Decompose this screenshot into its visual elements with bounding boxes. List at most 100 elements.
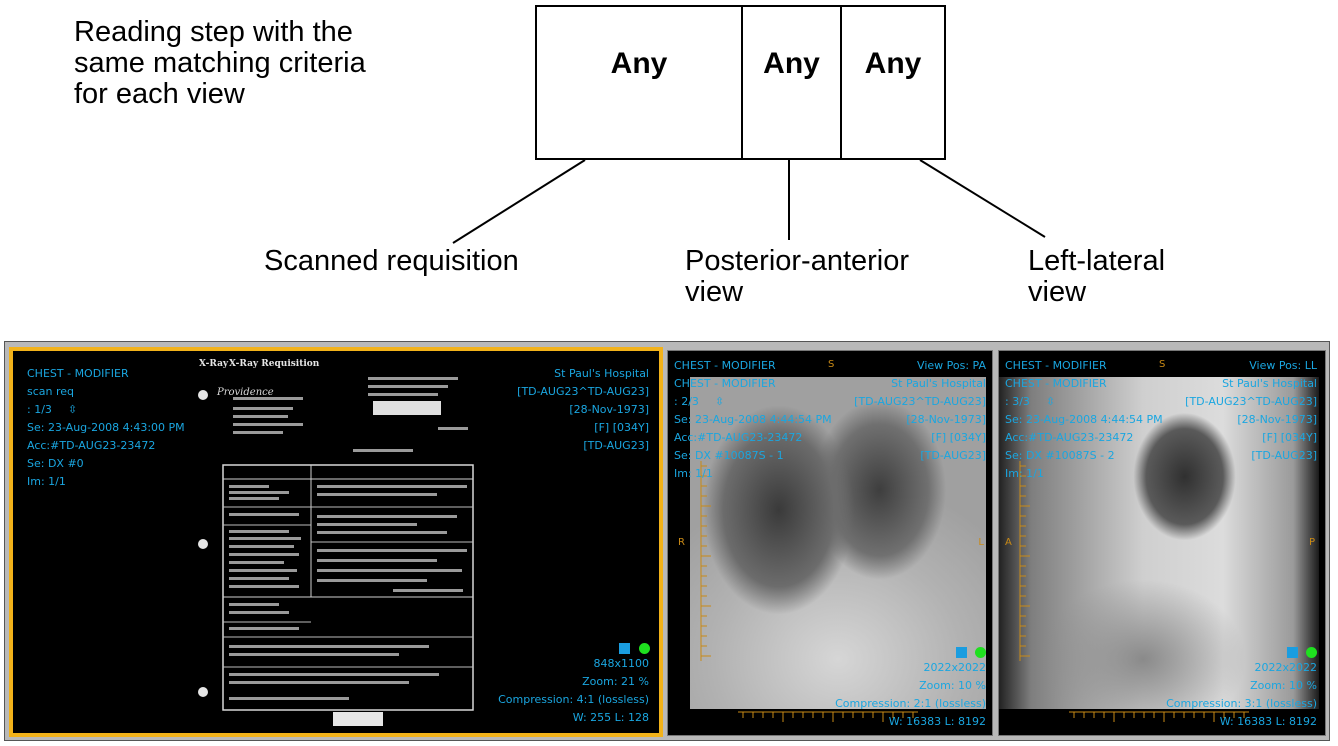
overlay-line: Acc:#TD-AUG23-23472 [1005,431,1134,444]
series-nav-icon[interactable]: ⇳ [67,403,78,416]
overlay-bottom-right: 2022x2022 Zoom: 10 % Compression: 2:1 (l… [835,659,986,731]
orientation-marker-top: S [828,359,835,370]
overlay-line: Im: 1/1 [27,475,66,488]
overlay-line: Se: 23-Aug-2008 4:44:54 PM [1005,413,1163,426]
overlay-line: [TD-AUG23] [1251,449,1317,462]
overlay-line: [28-Nov-1973] [569,403,649,416]
viewport-posterior-anterior[interactable]: CHEST - MODIFIER CHEST - MODIFIER : 2/3 ⇳… [667,350,993,736]
overlay-line: Im: 1/1 [1005,467,1044,480]
pa-horizontal-ruler [738,711,918,722]
series-nav-icon[interactable]: ⇳ [714,395,725,408]
overlay-line: Zoom: 21 % [582,675,649,688]
status-dot-icon [1306,647,1317,658]
overlay-line: View Pos: LL [1249,359,1317,372]
overlay-top-left: CHEST - MODIFIER CHEST - MODIFIER : 3/3 ⇳… [1005,357,1163,483]
overlay-top-left: CHEST - MODIFIER scan req : 1/3 ⇳ Se: 23-… [27,365,185,491]
caption-left-lateral-view: Left-lateral view [1028,245,1166,308]
overlay-line: [TD-AUG23] [583,439,649,452]
overlay-line: 848x1100 [593,657,650,670]
overlay-line: Acc:#TD-AUG23-23472 [674,431,803,444]
overlay-top-right: View Pos: PA St Paul's Hospital [TD-AUG2… [854,357,986,465]
cell-label: Any [864,47,922,80]
orientation-marker-right: P [1308,537,1315,548]
overlay-line: [28-Nov-1973] [906,413,986,426]
viewport-left-lateral[interactable]: CHEST - MODIFIER CHEST - MODIFIER : 3/3 ⇳… [998,350,1326,736]
overlay-line: Im: 1/1 [674,467,713,480]
document-logo: Providence [217,387,274,398]
lateral-vertical-ruler [1019,461,1030,661]
overlay-line: Se: DX #10087S - 2 [1005,449,1115,462]
overlay-line: 2022x2022 [1254,661,1318,674]
overlay-line: Se: DX #10087S - 1 [674,449,784,462]
overlay-bottom-right: 848x1100 Zoom: 21 % Compression: 4:1 (lo… [498,655,649,727]
overlay-series-index: : 1/3 [27,403,52,416]
overlay-line: St Paul's Hospital [1222,377,1317,390]
overlay-line: Acc:#TD-AUG23-23472 [27,439,156,452]
orientation-marker-left: R [678,537,685,548]
overlay-line: Compression: 2:1 (lossless) [835,697,986,710]
overlay-line: St Paul's Hospital [554,367,649,380]
overlay-line: CHEST - MODIFIER [1005,359,1107,372]
status-square-icon [956,647,967,658]
cell-label: Any [610,47,668,80]
overlay-line: Se: DX #0 [27,457,84,470]
connector-lateral [919,159,1046,238]
overlay-line: Se: 23-Aug-2008 4:43:00 PM [27,421,185,434]
overlay-top-right: View Pos: LL St Paul's Hospital [TD-AUG2… [1185,357,1317,465]
cell-label: Any [763,47,820,80]
pa-xray-image [690,377,986,709]
overlay-line: [TD-AUG23^TD-AUG23] [1185,395,1317,408]
caption-posterior-anterior-view: Posterior-anterior view [685,245,910,308]
overlay-line: scan req [27,385,75,398]
matching-criteria-cell-lateral: Any [840,5,946,160]
overlay-line: Zoom: 10 % [1250,679,1317,692]
overlay-bottom-right: 2022x2022 Zoom: 10 % Compression: 3:1 (l… [1166,659,1317,731]
lateral-xray-image [999,377,1319,709]
overlay-line: 2022x2022 [923,661,987,674]
overlay-line: : 1/3 ⇳ [27,401,185,419]
overlay-line: CHEST - MODIFIER [674,377,776,390]
overlay-line: [TD-AUG23^TD-AUG23] [854,395,986,408]
viewport-scanned-requisition[interactable]: X-Ray X-Ray Requisition Providence CHEST… [9,347,663,737]
overlay-line: View Pos: PA [917,359,986,372]
overlay-line: [F] [034Y] [1262,431,1317,444]
image-viewer: X-Ray X-Ray Requisition Providence CHEST… [4,341,1330,741]
diagram-heading: Reading step with the same matching crit… [74,16,366,110]
overlay-line: Compression: 3:1 (lossless) [1166,697,1317,710]
overlay-line: [28-Nov-1973] [1237,413,1317,426]
overlay-line: St Paul's Hospital [891,377,986,390]
caption-scanned-requisition: Scanned requisition [264,245,519,277]
overlay-series-index: : 2/3 [674,395,699,408]
overlay-line: CHEST - MODIFIER [27,367,129,380]
orientation-marker-top: S [1159,359,1166,370]
document-scan-graphic [198,377,474,726]
pa-vertical-ruler [700,461,711,661]
overlay-line: : 3/3 ⇳ [1005,393,1163,411]
overlay-line: : 2/3 ⇳ [674,393,832,411]
series-nav-icon[interactable]: ⇳ [1045,395,1056,408]
overlay-line: [F] [034Y] [594,421,649,434]
overlay-line: Zoom: 10 % [919,679,986,692]
overlay-top-right: St Paul's Hospital [TD-AUG23^TD-AUG23] [… [517,365,649,455]
overlay-line: [TD-AUG23^TD-AUG23] [517,385,649,398]
requisition-document-image: X-Ray X-Ray Requisition Providence [193,357,488,733]
overlay-series-index: : 3/3 [1005,395,1030,408]
connector-lines [452,159,1046,244]
overlay-line: CHEST - MODIFIER [674,359,776,372]
overlay-line: W: 255 L: 128 [572,711,649,724]
status-dot-icon [975,647,986,658]
overlay-line: [F] [034Y] [931,431,986,444]
status-square-icon [1287,647,1298,658]
status-square-icon [619,643,630,654]
lateral-horizontal-ruler [1069,711,1249,722]
overlay-top-left: CHEST - MODIFIER CHEST - MODIFIER : 2/3 ⇳… [674,357,832,483]
document-title: X-Ray Requisition [229,359,320,369]
overlay-line: Se: 23-Aug-2008 4:44:54 PM [674,413,832,426]
overlay-line: Compression: 4:1 (lossless) [498,693,649,706]
document-sub-title: X-Ray [199,359,229,369]
connector-requisition [452,159,586,244]
orientation-marker-left: A [1005,537,1012,548]
overlay-line: W: 16383 L: 8192 [888,715,986,728]
overlay-line: [TD-AUG23] [920,449,986,462]
overlay-line: CHEST - MODIFIER [1005,377,1107,390]
